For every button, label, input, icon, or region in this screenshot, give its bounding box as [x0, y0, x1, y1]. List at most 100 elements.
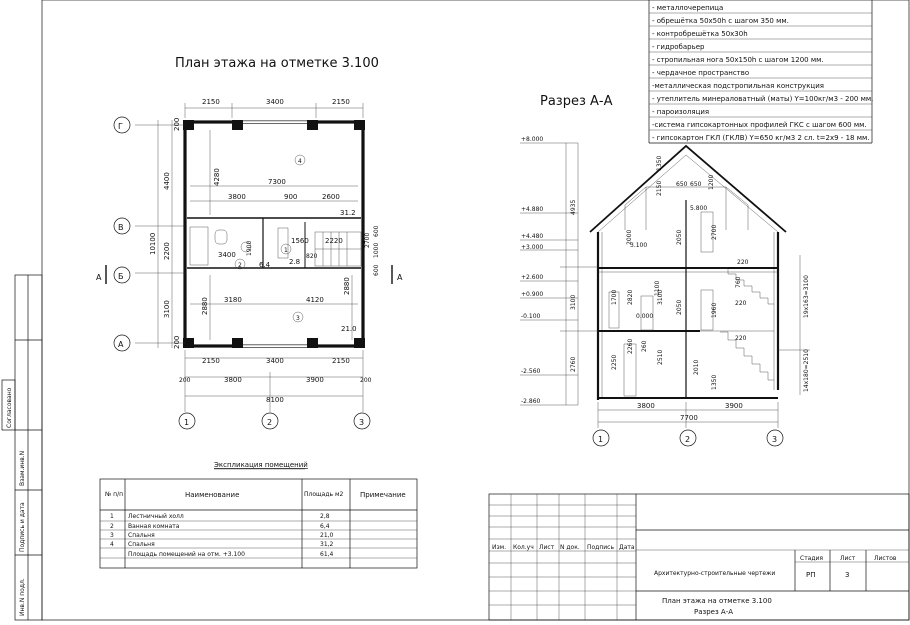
sec-lbl-2010: 2010 — [693, 360, 700, 375]
layer-6: - чердачное пространство — [652, 69, 749, 77]
level-m0100: -0.100 — [521, 313, 541, 320]
sec-lbl-2510: 2510 — [657, 350, 664, 365]
roof-layers-list: - металлочерепица - обрешётка 50х50h с ш… — [648, 0, 873, 144]
section-dim-4935: 4935 — [570, 200, 577, 215]
level-4480: +4.480 — [521, 233, 543, 240]
section-levels: +8.000 +4.880 +4.480 +3.000 +2.600 +0.90… — [520, 136, 579, 406]
expl-row-4-name: Спальня — [128, 541, 155, 548]
section-dim-3100: 3100 — [570, 295, 577, 310]
sec-lbl-2820: 2820 — [627, 290, 634, 305]
stamp-col-date: Дата — [619, 544, 635, 551]
plan-dim-bottom-2c: 3900 — [306, 376, 324, 384]
plan-dim-top-1: 2150 — [202, 98, 220, 106]
sec-lbl-2050b: 2050 — [676, 300, 683, 315]
expl-row-2-name: Ванная комната — [128, 523, 180, 530]
sec-lbl-0000: 0.000 — [636, 313, 653, 320]
sec-lbl-220c: 220 — [735, 335, 747, 342]
plan-inner-4280: 4280 — [213, 168, 221, 186]
plan-dim-bottom-1c: 2150 — [332, 357, 350, 365]
plan-inner-1000: 1000 — [373, 243, 380, 258]
layer-9: - пароизоляция — [652, 108, 709, 116]
layer-8: - утеплитель минераловатный (маты) Y=100… — [652, 95, 873, 103]
section-axis-1: 1 — [598, 435, 603, 444]
plan-inner-1900: 1900 — [246, 241, 253, 256]
plan-dim-left-total: 10100 — [149, 233, 157, 255]
plan-inner-1560: 1560 — [291, 237, 309, 245]
level-4880: +4.880 — [521, 206, 543, 213]
sec-lbl-2050a: 2050 — [676, 230, 683, 245]
plan-dim-left-3: 2200 — [163, 242, 171, 260]
plan-inner-2600: 2600 — [322, 193, 340, 201]
section-axis-2: 2 — [685, 435, 690, 444]
plan-dim-total: 8100 — [266, 396, 284, 404]
stamp-col-kol: Кол.уч — [513, 544, 534, 551]
plan-axis-col-1: 1 — [184, 418, 189, 427]
section-building — [560, 144, 810, 400]
layer-3: - контробрешётка 50х30h — [652, 30, 748, 38]
side-stamp-sign: Подпись и дата — [19, 502, 26, 552]
plan-title: План этажа на отметке 3.100 — [175, 56, 379, 71]
plan-axis-col-3: 3 — [359, 418, 364, 427]
plan-dim-bottom-2d: 200 — [360, 377, 372, 384]
section-axis-3: 3 — [772, 435, 777, 444]
plan-dim-left-1: 200 — [173, 118, 181, 131]
sec-lbl-650b: 650 — [690, 181, 702, 188]
sec-lbl-260: 260 — [641, 340, 648, 352]
sec-lbl-2260: 2260 — [627, 339, 634, 354]
expl-row-3-area: 21,0 — [320, 532, 334, 539]
plan-inner-600b: 600 — [373, 264, 380, 276]
plan-section-mark-left: А — [96, 273, 102, 282]
sec-lbl-220b: 220 — [735, 300, 747, 307]
layer-4: - гидробарьер — [652, 43, 705, 51]
section-stair-dim-upper: 19х163=3100 — [803, 275, 810, 318]
plan-dim-bottom-1a: 2150 — [202, 357, 220, 365]
stamp-sheet-title-2: Разрез А-А — [694, 608, 733, 616]
stamp-col-sign: Подпись — [587, 544, 614, 551]
plan-inner-3800: 3800 — [228, 193, 246, 201]
section-dim-2760: 2760 — [570, 357, 577, 372]
plan-axis-row-g: Г — [118, 122, 123, 131]
layer-5: - стропильная нога 50х150h с шагом 1200 … — [652, 56, 824, 64]
expl-row-4-area: 31,2 — [320, 541, 334, 548]
expl-row-1-num: 1 — [110, 513, 114, 520]
stamp-sheet-title-1: План этажа на отметке 3.100 — [662, 597, 772, 605]
side-stamp-agreed: Согласовано — [6, 387, 13, 428]
layer-11: - гипсокартон ГКЛ (ГКЛВ) Y=650 кг/м3 2 с… — [652, 134, 870, 142]
plan-dim-top-3: 2150 — [332, 98, 350, 106]
plan-inner-3180: 3180 — [224, 296, 242, 304]
sec-lbl-5800: 5.800 — [690, 205, 707, 212]
sec-lbl-760: 760 — [735, 276, 742, 288]
expl-total-area: 61,4 — [320, 551, 334, 558]
level-m2560: -2.560 — [521, 368, 541, 375]
sec-lbl-3100b: 3100 — [657, 290, 664, 305]
expl-row-1-area: 2,8 — [320, 513, 330, 520]
expl-row-4-num: 4 — [110, 541, 114, 548]
plan-inner-820: 820 — [306, 253, 318, 260]
expl-row-3-name: Спальня — [128, 532, 155, 539]
plan-dim-left-5: 200 — [173, 336, 181, 349]
expl-header-area: Площадь м2 — [304, 491, 343, 498]
section-title: Разрез А-А — [540, 94, 613, 109]
expl-row-1-name: Лестничный холл — [128, 513, 184, 520]
section-dim-bottom-total: 7700 — [680, 414, 698, 422]
stamp-stage: РП — [806, 571, 816, 579]
section-dim-bottom-2: 3900 — [725, 402, 743, 410]
layer-10: -система гипсокартонных профилей ГКС с ш… — [652, 121, 867, 129]
plan-inner-2880a: 2880 — [201, 297, 209, 315]
expl-header-name: Наименование — [185, 491, 239, 499]
stamp-col-list: Лист — [539, 544, 555, 551]
sec-lbl-1350: 1350 — [656, 156, 663, 171]
section-stair-dim-lower: 14х180=2510 — [803, 349, 810, 392]
plan-axis-row-v: В — [118, 223, 124, 232]
plan-inner-2700: 2700 — [364, 233, 371, 248]
level-2600: +2.600 — [521, 274, 543, 281]
title-block: Изм. Кол.уч Лист N док. Подпись Дата Арх… — [488, 493, 910, 621]
explication-title: Экспликация помещений — [214, 461, 308, 469]
plan-room-num-4: 4 — [298, 158, 302, 165]
plan-inner-area-4: 31.2 — [340, 209, 356, 217]
plan-inner-area-2: 6.4 — [259, 261, 271, 269]
plan-inner-area-1: 2.8 — [289, 258, 300, 266]
plan-dim-left-2: 4400 — [163, 172, 171, 190]
expl-row-2-num: 2 — [110, 523, 114, 530]
side-stamp-inv: Инв.N подл. — [19, 578, 26, 616]
